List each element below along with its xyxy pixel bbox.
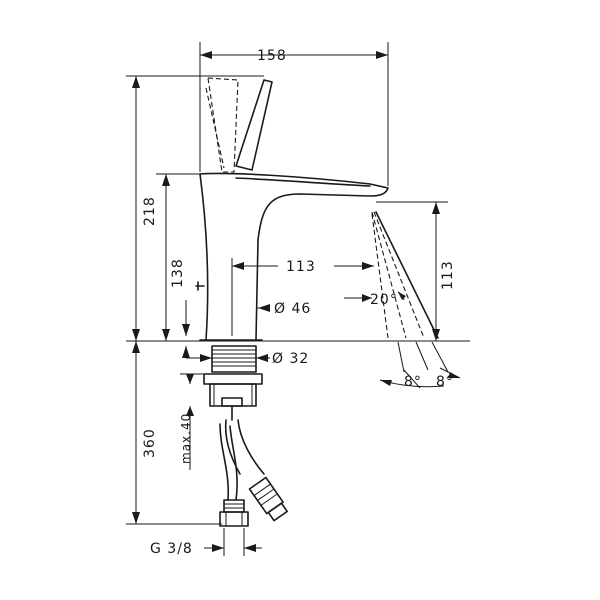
- label-angle-8-left: 8°: [404, 374, 422, 390]
- dim-max-40: max.40: [179, 373, 204, 470]
- threaded-shank: [203, 345, 263, 421]
- dim-connection-g38: G 3/8: [150, 528, 262, 557]
- label-reach-113: 113: [286, 259, 316, 275]
- label-width-158: 158: [257, 48, 287, 64]
- label-angle-8-right: 8°: [436, 374, 454, 390]
- label-max-40: max.40: [179, 413, 193, 464]
- dim-outlet-113: 113: [376, 201, 456, 341]
- dim-base-markers: [182, 300, 190, 358]
- label-height-138: 138: [170, 258, 186, 288]
- dim-angles-8: 8° 8°: [379, 367, 461, 390]
- dim-height-138: 138: [156, 173, 200, 341]
- dim-diameter-46: Ø 46: [256, 301, 311, 317]
- label-outlet-113: 113: [440, 260, 456, 290]
- label-diameter-32: Ø 32: [272, 351, 309, 367]
- dim-reach-113: 113: [232, 259, 374, 275]
- label-hose-360: 360: [142, 428, 158, 458]
- dim-width-158: 158: [199, 42, 389, 186]
- label-diameter-46: Ø 46: [274, 301, 311, 317]
- dim-angle-20: 20°: [344, 291, 406, 308]
- supply-hoses: [219, 419, 288, 527]
- faucet-body: [195, 77, 389, 341]
- label-height-218: 218: [142, 196, 158, 226]
- water-stream: [371, 211, 449, 373]
- dim-height-218: 218: [126, 75, 264, 341]
- dim-diameter-32: Ø 32: [186, 351, 309, 367]
- label-angle-20: 20°: [370, 292, 398, 308]
- dim-hose-360: 360: [126, 341, 222, 525]
- label-connection-g38: G 3/8: [150, 541, 193, 557]
